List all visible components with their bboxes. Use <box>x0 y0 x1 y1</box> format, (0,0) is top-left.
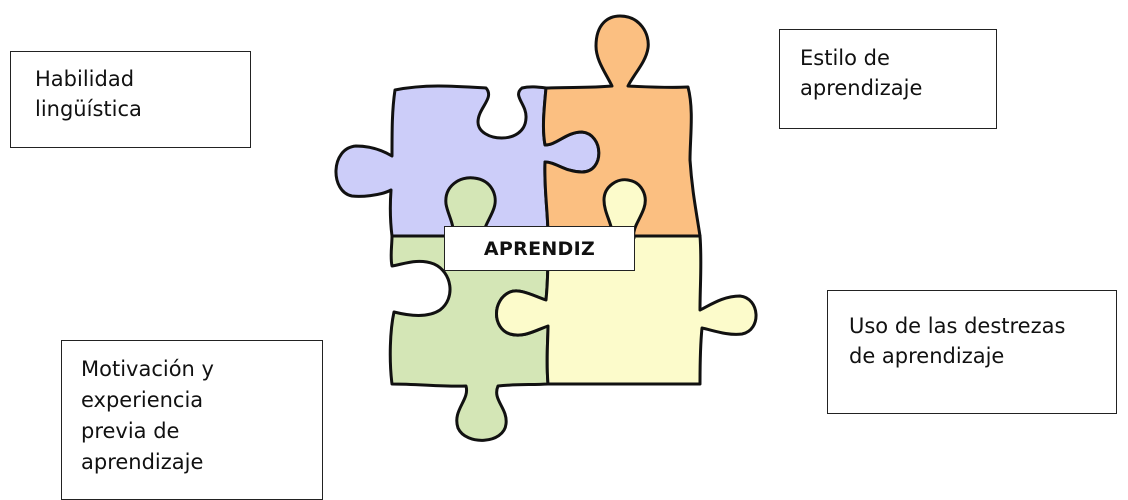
label-box-habilidad: Habilidad lingüística <box>10 51 251 148</box>
label-box-uso: Uso de las destrezas de aprendizaje <box>827 290 1117 414</box>
label-text-habilidad: Habilidad lingüística <box>35 64 250 124</box>
label-text-estilo: Estilo de aprendizaje <box>800 43 996 103</box>
label-box-estilo: Estilo de aprendizaje <box>779 29 997 129</box>
label-text-uso: Uso de las destrezas de aprendizaje <box>849 311 1116 371</box>
label-text-motivacion: Motivación y experiencia previa de apren… <box>81 354 322 478</box>
center-label-aprendiz: APRENDIZ <box>444 226 635 271</box>
label-box-motivacion: Motivación y experiencia previa de apren… <box>61 340 323 500</box>
